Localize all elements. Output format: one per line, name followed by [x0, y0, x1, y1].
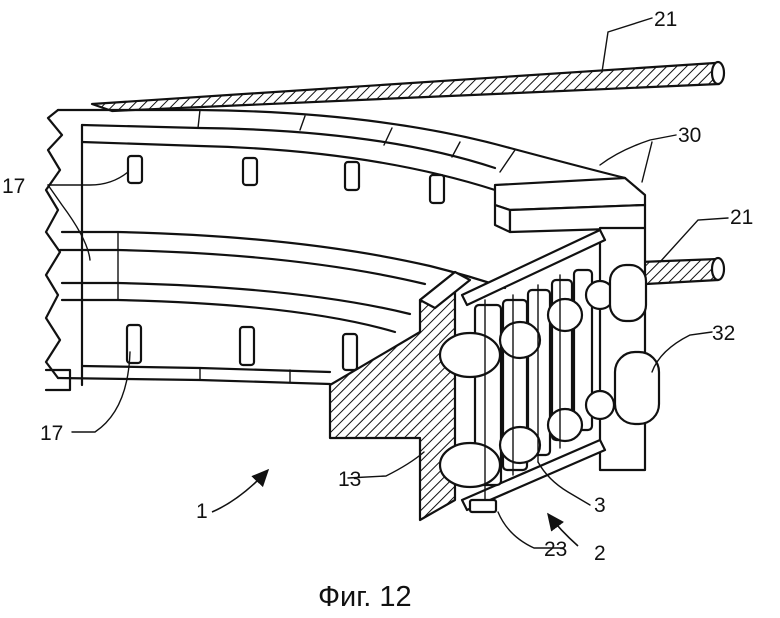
label-21-mid: 21 [730, 206, 753, 229]
label-21-top: 21 [654, 8, 677, 31]
label-30: 30 [678, 124, 701, 147]
label-17-bottom: 17 [40, 422, 63, 445]
label-23: 23 [544, 538, 567, 561]
figure-caption: Фиг. 12 [318, 581, 412, 613]
rod-top [90, 60, 726, 113]
rod-middle [638, 256, 726, 286]
bottom-pins [125, 323, 359, 372]
roller-32 [608, 263, 661, 426]
label-3: 3 [594, 494, 606, 517]
chamber-body [44, 108, 627, 392]
label-32: 32 [712, 322, 735, 345]
label-2: 2 [594, 542, 606, 565]
flange-13 [328, 270, 472, 522]
leader-lines [47, 17, 729, 549]
top-pins [126, 154, 446, 205]
label-13: 13 [338, 468, 361, 491]
label-17-top: 17 [2, 175, 25, 198]
label-1: 1 [196, 500, 208, 523]
roller-cage [438, 228, 616, 514]
